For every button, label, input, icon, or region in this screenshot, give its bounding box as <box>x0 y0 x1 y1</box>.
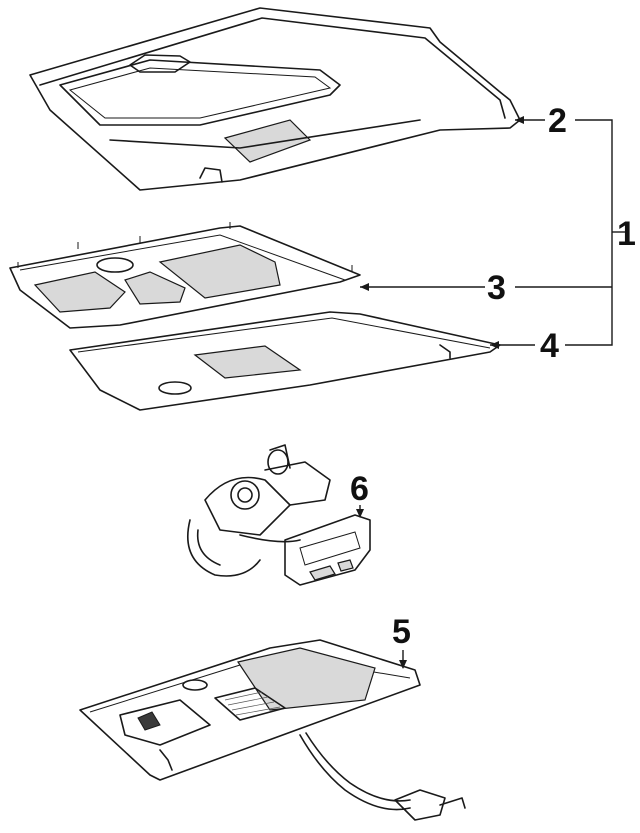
callout-leaders <box>360 116 625 349</box>
callout-5: 5 <box>392 613 411 651</box>
callout-6: 6 <box>350 470 369 508</box>
part-6-map-lamp <box>186 444 371 586</box>
part-5-console <box>79 639 466 821</box>
part-3-panel <box>9 222 361 329</box>
part-2-trim-frame <box>29 7 521 191</box>
part-4-panel <box>69 311 501 411</box>
callout-3: 3 <box>487 269 506 307</box>
callout-4: 4 <box>540 327 559 365</box>
callout-1: 1 <box>617 215 636 253</box>
callout-2: 2 <box>548 102 567 140</box>
